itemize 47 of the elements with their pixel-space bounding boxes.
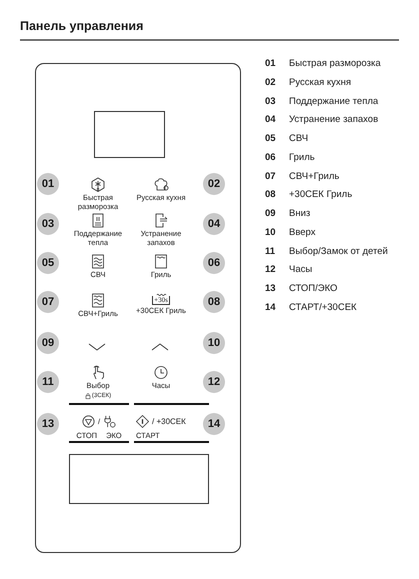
callout-number: 03 xyxy=(37,213,59,235)
callout-number: 06 xyxy=(265,152,276,163)
display-window xyxy=(94,111,165,158)
control-panel xyxy=(35,63,241,553)
callout-number: 10 xyxy=(265,226,276,238)
callout-number: 13 xyxy=(37,413,59,435)
key-text: Вниз xyxy=(289,208,310,219)
callout-number: 05 xyxy=(265,133,276,144)
callout-number: 13 xyxy=(265,283,276,294)
display-window xyxy=(69,454,209,504)
callout-number: 10 xyxy=(203,332,225,354)
callout-number: 08 xyxy=(203,291,225,313)
callout-number: 12 xyxy=(203,371,225,393)
key-text: СТОП/ЭКО xyxy=(289,283,338,294)
callout-number: 07 xyxy=(37,291,59,313)
callout-number: 04 xyxy=(265,114,276,126)
title: Панель управления xyxy=(20,19,144,33)
key-text: Быстрая разморозка xyxy=(289,58,381,69)
callout-number: 08 xyxy=(265,189,276,200)
key-text: Гриль xyxy=(289,152,315,163)
callout-number: 01 xyxy=(37,173,59,195)
callout-number: 14 xyxy=(203,413,225,435)
key-text: +30СЕК Гриль xyxy=(289,189,352,200)
callout-number: 11 xyxy=(265,246,276,256)
button-label: / +30СЕК xyxy=(152,417,186,426)
callout-number: 05 xyxy=(37,252,59,274)
callout-number: 04 xyxy=(203,213,225,235)
callout-number: 11 xyxy=(37,371,59,393)
key-text: Часы xyxy=(289,264,312,276)
callout-number: 07 xyxy=(265,170,276,182)
callout-number: 02 xyxy=(203,173,225,195)
callout-number: 09 xyxy=(37,332,59,354)
callout-number: 09 xyxy=(265,208,276,219)
callout-number: 01 xyxy=(265,58,276,69)
callout-number: 02 xyxy=(265,76,276,88)
key-text: Устранение запахов xyxy=(289,114,378,126)
key-text: Вверх xyxy=(289,226,316,238)
key-text: СВЧ+Гриль xyxy=(289,170,340,182)
callout-number: 12 xyxy=(265,264,276,276)
key-text: СВЧ xyxy=(289,133,308,144)
key-text: Русская кухня xyxy=(289,76,352,88)
key-text: Выбор/Замок от детей xyxy=(289,246,388,256)
callout-number: 06 xyxy=(203,252,225,274)
key-text: Поддержание тепла xyxy=(289,96,378,106)
callout-number: 14 xyxy=(265,302,276,313)
callout-number: 03 xyxy=(265,96,276,106)
key-text: СТАРТ/+30СЕК xyxy=(289,302,357,313)
